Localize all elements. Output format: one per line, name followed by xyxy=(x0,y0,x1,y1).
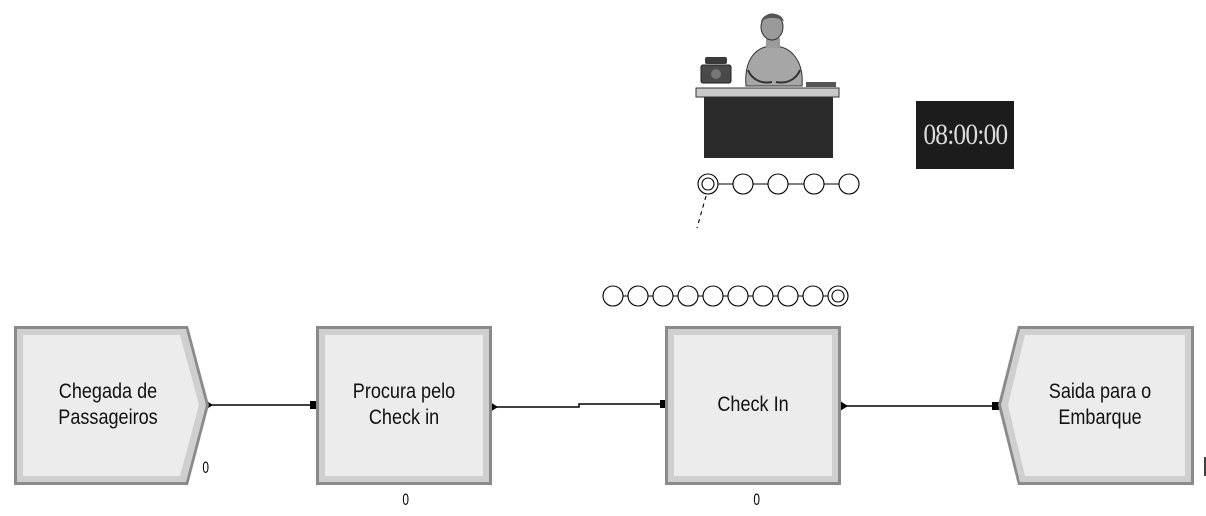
checkin-module-count: 0 xyxy=(753,490,761,509)
create-module-label: Chegada de Passageiros xyxy=(58,380,158,429)
process-module-procura[interactable] xyxy=(316,326,492,485)
connector-create-to-procura[interactable] xyxy=(205,400,317,410)
create-module-count: 0 xyxy=(202,458,210,477)
checkin-queue-animation xyxy=(602,285,849,307)
queue-slot xyxy=(602,285,624,307)
queue-slot xyxy=(652,285,674,307)
dispose-module-saida[interactable] xyxy=(998,326,1194,485)
checkin-clerk-resource-picture xyxy=(695,13,840,158)
queue-slot xyxy=(677,285,699,307)
queue-slot xyxy=(702,285,724,307)
resource-seize-animation xyxy=(696,173,860,229)
simulation-clock-time: 08:00:00 xyxy=(923,118,1008,151)
queue-slot xyxy=(827,285,849,307)
simulation-clock: 08:00:00 xyxy=(916,101,1014,169)
queue-slot xyxy=(752,285,774,307)
queue-slot xyxy=(802,285,824,307)
procura-module-label: Procura pelo Check in xyxy=(352,380,456,429)
create-module-chegada[interactable] xyxy=(14,326,209,485)
queue-slot-marker xyxy=(831,289,845,303)
saida-module-label: Saida para o Embarque xyxy=(1048,380,1152,429)
procura-module-count: 0 xyxy=(402,490,410,509)
checkin-module-label: Check In xyxy=(717,393,789,416)
process-module-checkin[interactable] xyxy=(665,326,841,485)
queue-slot xyxy=(627,285,649,307)
queue-slot xyxy=(777,285,799,307)
connector-procura-to-checkin[interactable] xyxy=(490,400,667,412)
connector-checkin-to-saida[interactable] xyxy=(840,401,999,411)
queue-slot xyxy=(727,285,749,307)
